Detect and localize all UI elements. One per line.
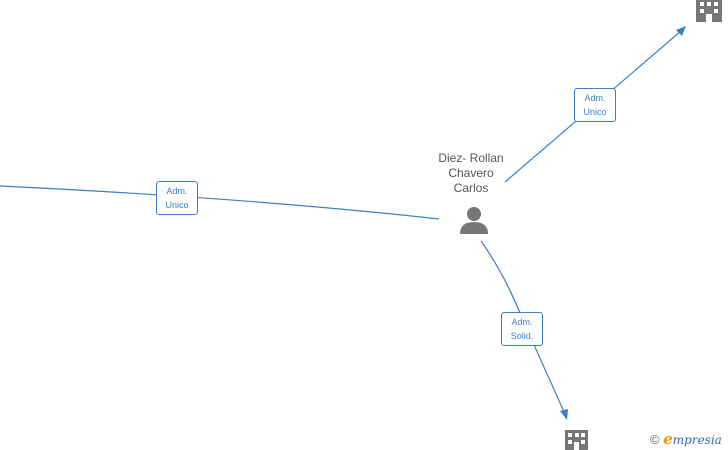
brand-logo-initial: e	[663, 430, 673, 448]
relation-label-top-right[interactable]: Adm. Unico	[574, 88, 616, 122]
person-icon[interactable]	[460, 207, 488, 234]
relation-label-line: Solid.	[510, 331, 534, 341]
relation-label-line: Adm.	[166, 186, 188, 196]
building-icon[interactable]	[565, 430, 588, 450]
edge-left	[0, 185, 440, 220]
relation-label-line: Unico	[583, 107, 607, 117]
arrowhead-top-right	[676, 26, 686, 36]
person-name-line: Chavero	[448, 166, 494, 180]
relation-label-line: Adm.	[511, 317, 533, 327]
relation-label-bottom[interactable]: Adm. Solid.	[501, 312, 543, 346]
person-name-line: Carlos	[453, 181, 489, 195]
relation-label-line: Unico	[165, 200, 189, 210]
relation-label-line: Adm.	[584, 93, 606, 103]
building-icon[interactable]	[696, 0, 722, 22]
person-name[interactable]: Diez- Rollan Chavero Carlos	[421, 151, 521, 196]
brand-logo-text: mpresia	[672, 433, 722, 447]
copyright-symbol: ©	[650, 432, 660, 447]
person-name-line: Diez- Rollan	[438, 151, 504, 165]
relation-label-left[interactable]: Adm. Unico	[156, 181, 198, 215]
arrowhead-bottom	[560, 409, 568, 420]
brand-watermark: © empresia	[650, 430, 722, 448]
